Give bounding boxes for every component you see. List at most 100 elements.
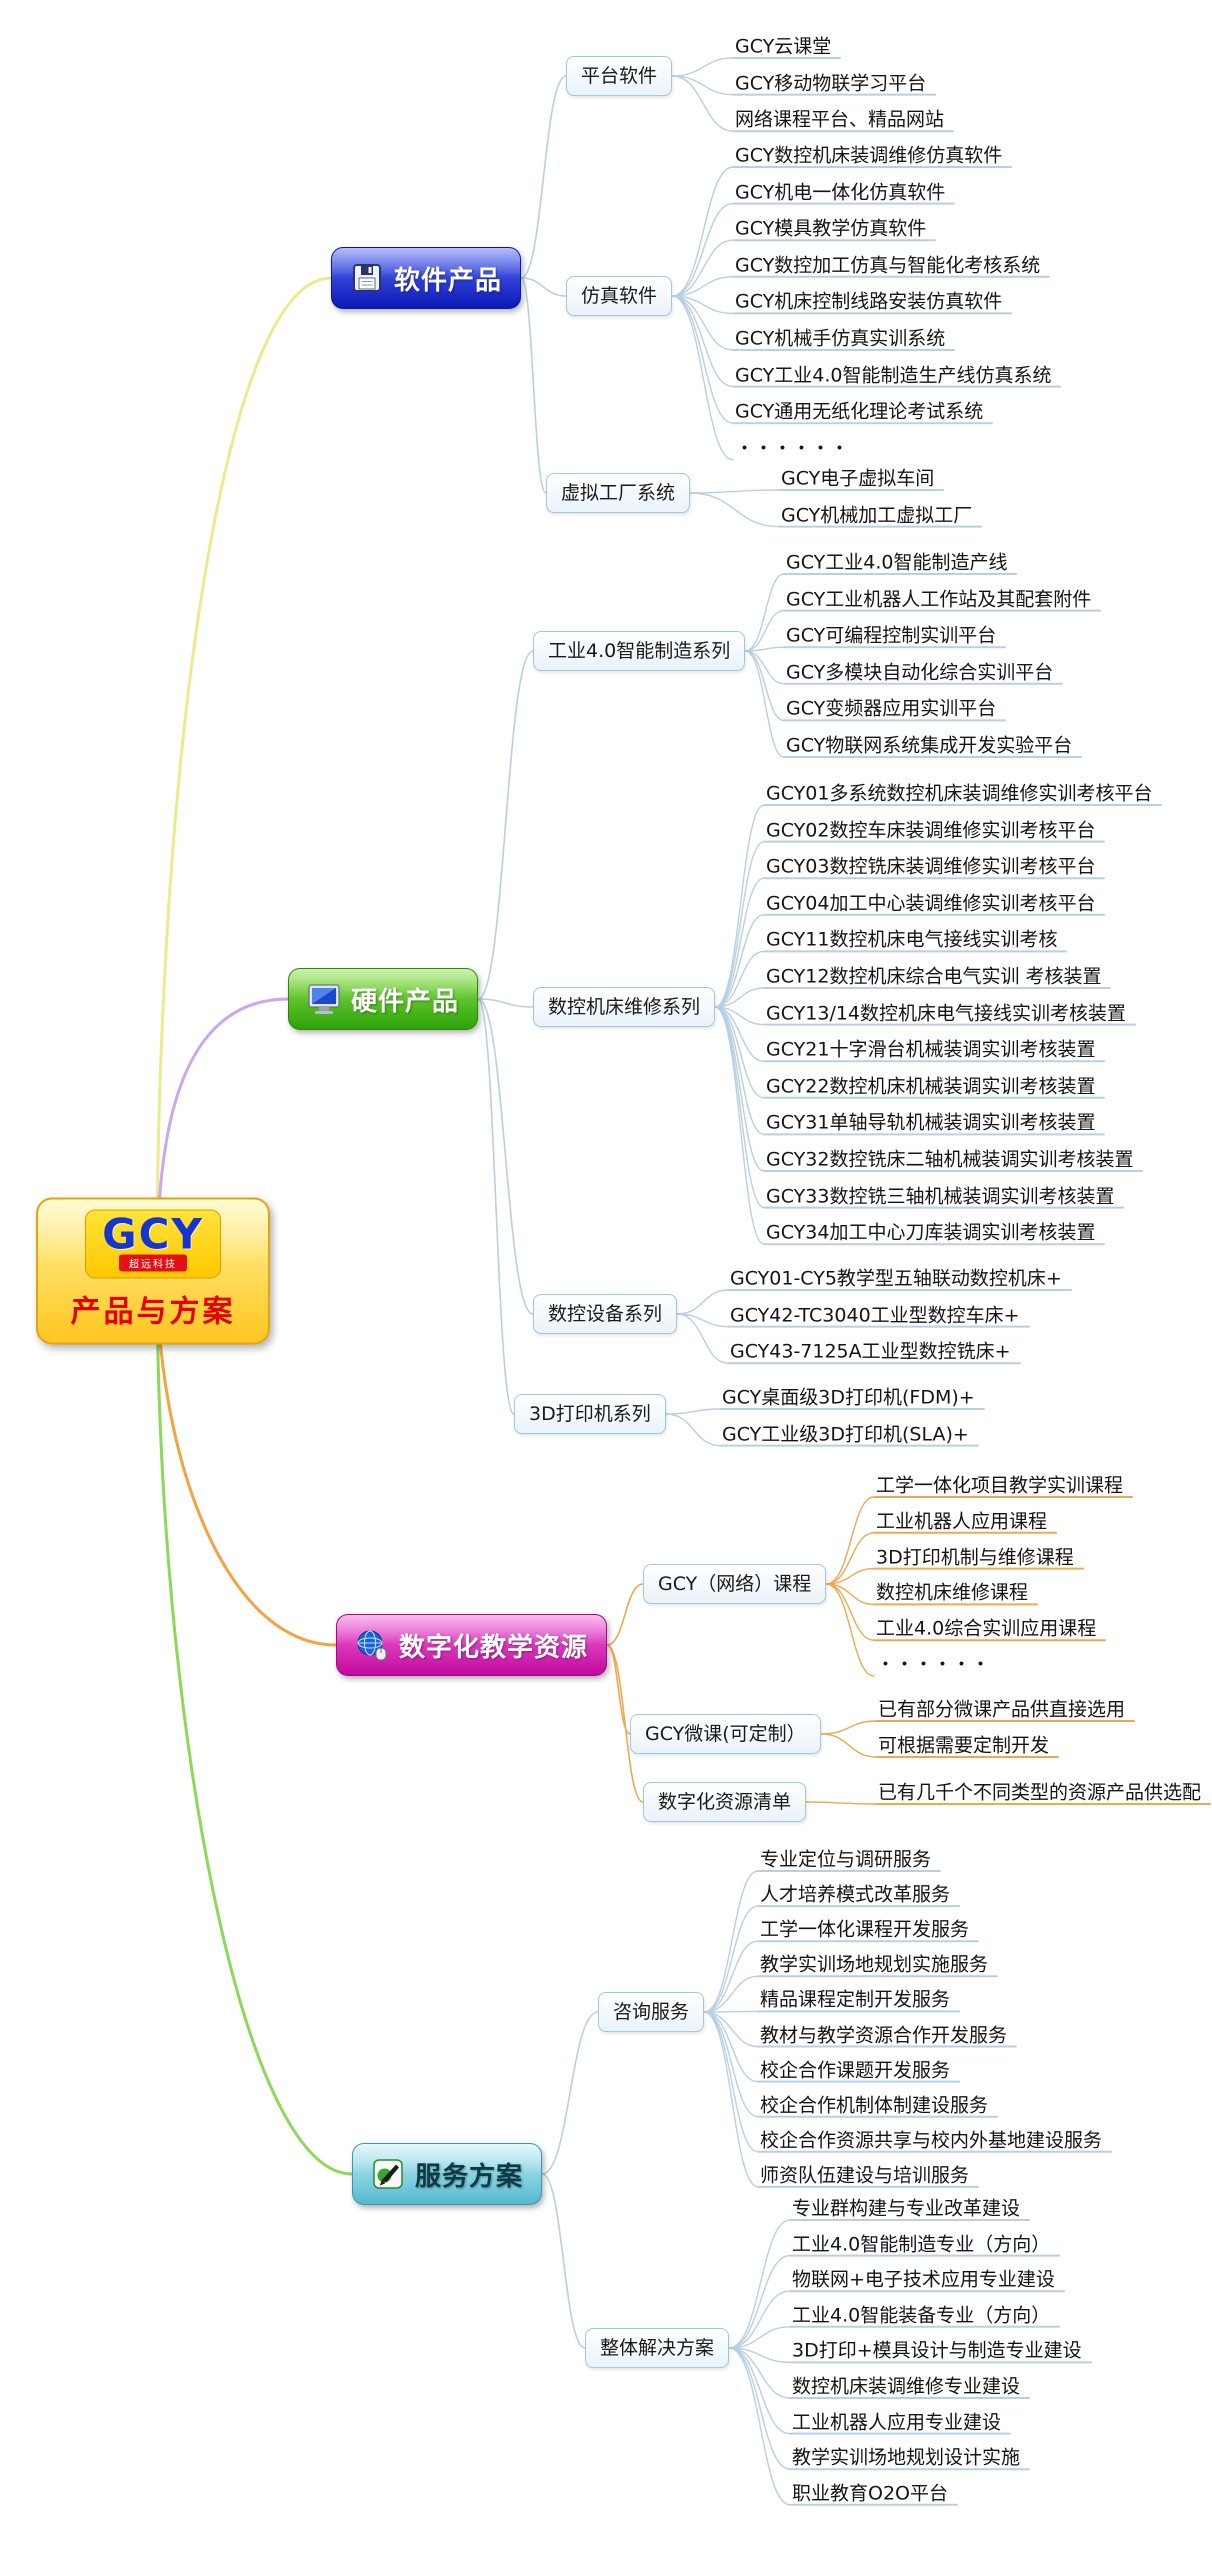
leaf-topic[interactable]: GCY电子虚拟车间 [781, 467, 935, 490]
leaf-topic[interactable]: GCY13/14数控机床电气接线实训考核装置 [766, 1002, 1127, 1025]
connector [703, 2011, 759, 2153]
connector [477, 998, 515, 1415]
leaf-topic[interactable]: 物联网+电子技术应用专业建设 [792, 2268, 1055, 2291]
leaf-topic[interactable]: 3D打印+模具设计与制造专业建设 [792, 2339, 1082, 2362]
leaf-topic[interactable]: 已有部分微课产品供直接选用 [878, 1698, 1126, 1721]
leaf-topic[interactable]: GCY01-CY5教学型五轴联动数控机床+ [730, 1267, 1062, 1290]
leaf-topic[interactable]: GCY桌面级3D打印机(FDM)+ [722, 1386, 975, 1409]
subtopic-node[interactable]: 3D打印机系列 [514, 1394, 666, 1434]
leaf-topic[interactable]: 精品课程定制开发服务 [760, 1988, 951, 2011]
leaf-topic[interactable]: GCY模具教学仿真软件 [735, 217, 927, 240]
subtopic-node[interactable]: 仿真软件 [566, 276, 673, 316]
leaf-topic[interactable]: GCY数控机床装调维修仿真软件 [735, 144, 1003, 167]
connector [606, 1583, 644, 1646]
subtopic-node[interactable]: GCY（网络）课程 [643, 1564, 827, 1604]
leaf-topic[interactable]: GCY变频器应用实训平台 [786, 697, 997, 720]
connector [541, 2173, 586, 2349]
leaf-topic[interactable]: GCY物联网系统集成开发实验平台 [786, 734, 1073, 757]
leaf-topic[interactable]: 可根据需要定制开发 [878, 1734, 1050, 1757]
gcy-logo-subtext: 超远科技 [119, 1254, 187, 1272]
central-topic[interactable]: GCY 超远科技 产品与方案 [36, 1197, 270, 1345]
leaf-topic[interactable]: GCY03数控铣床装调维修实训考核平台 [766, 855, 1096, 878]
leaf-topic[interactable]: GCY机械加工虚拟工厂 [781, 504, 973, 527]
subtopic-node[interactable]: 工业4.0智能制造系列 [533, 631, 746, 671]
connector [714, 1006, 765, 1245]
leaf-topic[interactable]: 工业4.0智能装备专业（方向） [792, 2304, 1051, 2327]
leaf-topic[interactable]: 专业定位与调研服务 [760, 1848, 932, 1871]
leaf-topic[interactable]: 师资队伍建设与培训服务 [760, 2164, 970, 2187]
subtopic-node[interactable]: 咨询服务 [598, 1992, 705, 2032]
leaf-topic[interactable]: 数控机床维修课程 [876, 1581, 1029, 1604]
leaf-topic[interactable]: GCY机电一体化仿真软件 [735, 181, 946, 204]
connector [805, 1801, 877, 1805]
leaf-topic[interactable]: ・・・・・・ [876, 1653, 991, 1676]
leaf-topic[interactable]: GCY机械手仿真实训系统 [735, 327, 946, 350]
leaf-topic[interactable]: GCY机床控制线路安装仿真软件 [735, 290, 1003, 313]
branch-label: 数字化教学资源 [399, 1632, 589, 1663]
subtopic-node[interactable]: 整体解决方案 [585, 2328, 730, 2368]
leaf-topic[interactable]: GCY33数控铣三轴机械装调实训考核装置 [766, 1185, 1115, 1208]
leaf-topic[interactable]: GCY11数控机床电气接线实训考核 [766, 928, 1058, 951]
leaf-topic[interactable]: GCY可编程控制实训平台 [786, 624, 997, 647]
subtopic-node[interactable]: 数控机床维修系列 [533, 987, 716, 1027]
leaf-topic[interactable]: 校企合作机制体制建设服务 [760, 2094, 989, 2117]
connector [714, 804, 765, 1008]
leaf-topic[interactable]: 校企合作资源共享与校内外基地建设服务 [760, 2129, 1103, 2152]
leaf-topic[interactable]: GCY移动物联学习平台 [735, 72, 927, 95]
leaf-topic[interactable]: 工学一体化项目教学实训课程 [876, 1474, 1124, 1497]
leaf-topic[interactable]: 工业4.0智能制造专业（方向） [792, 2233, 1051, 2256]
leaf-topic[interactable]: GCY43-7125A工业型数控铣床+ [730, 1340, 1011, 1363]
leaf-topic[interactable]: 网络课程平台、精品网站 [735, 108, 945, 131]
connector [744, 650, 785, 758]
leaf-topic[interactable]: 工业4.0综合实训应用课程 [876, 1617, 1097, 1640]
leaf-topic[interactable]: GCY02数控车床装调维修实训考核平台 [766, 819, 1096, 842]
leaf-topic[interactable]: 教材与教学资源合作开发服务 [760, 2024, 1008, 2046]
connector [520, 277, 547, 494]
leaf-topic[interactable]: 教学实训场地规划设计实施 [792, 2446, 1021, 2469]
leaf-topic[interactable]: GCY32数控铣床二轴机械装调实训考核装置 [766, 1148, 1134, 1171]
leaf-topic[interactable]: GCY21十字滑台机械装调实训考核装置 [766, 1038, 1096, 1061]
leaf-topic[interactable]: GCY工业4.0智能制造产线 [786, 551, 1008, 574]
leaf-topic[interactable]: 3D打印机制与维修课程 [876, 1546, 1074, 1569]
leaf-topic[interactable]: GCY22数控机床机械装调实训考核装置 [766, 1075, 1096, 1098]
leaf-topic[interactable]: 校企合作课题开发服务 [760, 2059, 951, 2082]
leaf-topic[interactable]: ・・・・・・ [735, 437, 850, 460]
connector [676, 1289, 729, 1315]
branch-node-3[interactable]: 服务方案 [352, 2143, 543, 2205]
branch-node-2[interactable]: 数字化教学资源 [336, 1614, 608, 1676]
leaf-topic[interactable]: GCY42-TC3040工业型数控车床+ [730, 1304, 1020, 1327]
leaf-topic[interactable]: 数控机床装调维修专业建设 [792, 2375, 1021, 2398]
leaf-topic[interactable]: 职业教育O2O平台 [792, 2482, 948, 2505]
leaf-topic[interactable]: GCY通用无纸化理论考试系统 [735, 400, 984, 423]
branch-node-0[interactable]: 软件产品 [331, 247, 522, 309]
leaf-topic[interactable]: 专业群构建与专业改革建设 [792, 2197, 1021, 2220]
connector [703, 1975, 759, 2013]
leaf-topic[interactable]: 教学实训场地规划实施服务 [760, 1953, 989, 1976]
subtopic-node[interactable]: 数控设备系列 [533, 1294, 678, 1334]
leaf-topic[interactable]: GCY数控加工仿真与智能化考核系统 [735, 254, 1041, 277]
connector [714, 950, 765, 1008]
leaf-topic[interactable]: 工业机器人应用专业建设 [792, 2411, 1002, 2434]
pen-icon [371, 2157, 405, 2191]
leaf-topic[interactable]: 已有几千个不同类型的资源产品供选配 [878, 1781, 1202, 1804]
leaf-topic[interactable]: GCY34加工中心刀库装调实训考核装置 [766, 1221, 1096, 1244]
subtopic-node[interactable]: 数字化资源清单 [643, 1782, 807, 1822]
leaf-topic[interactable]: GCY31单轴导轨机械装调实训考核装置 [766, 1111, 1096, 1134]
leaf-topic[interactable]: GCY云课堂 [735, 35, 832, 58]
leaf-topic[interactable]: GCY工业机器人工作站及其配套附件 [786, 588, 1092, 611]
subtopic-node[interactable]: GCY微课(可定制） [630, 1714, 821, 1754]
leaf-topic[interactable]: 工学一体化课程开发服务 [760, 1918, 970, 1941]
leaf-topic[interactable]: GCY12数控机床综合电气实训 考核装置 [766, 965, 1102, 988]
leaf-topic[interactable]: GCY04加工中心装调维修实训考核平台 [766, 892, 1096, 915]
leaf-topic[interactable]: GCY工业4.0智能制造生产线仿真系统 [735, 364, 1052, 387]
leaf-topic[interactable]: 人才培养模式改革服务 [760, 1883, 951, 1906]
leaf-topic[interactable]: GCY01多系统数控机床装调维修实训考核平台 [766, 782, 1153, 805]
connector [676, 1313, 729, 1364]
leaf-topic[interactable]: GCY多模块自动化综合实训平台 [786, 661, 1054, 684]
subtopic-node[interactable]: 虚拟工厂系统 [546, 473, 691, 513]
leaf-topic[interactable]: GCY工业级3D打印机(SLA)+ [722, 1423, 969, 1446]
subtopic-node[interactable]: 平台软件 [566, 56, 673, 96]
branch-node-1[interactable]: 硬件产品 [288, 968, 479, 1030]
leaf-topic[interactable]: 工业机器人应用课程 [876, 1510, 1048, 1533]
